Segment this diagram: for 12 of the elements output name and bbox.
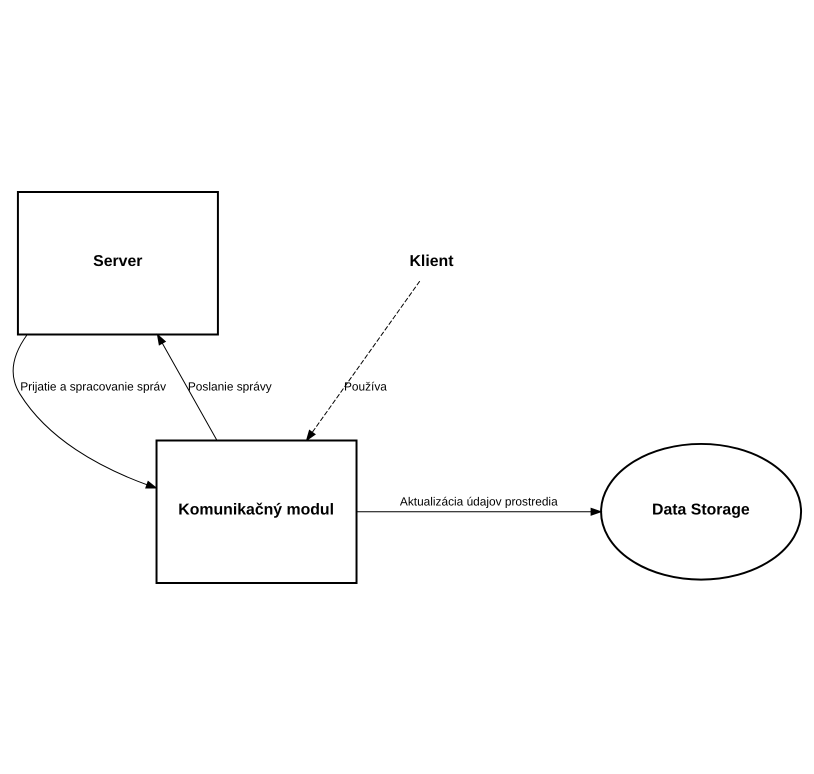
node-box: Komunikačný modul	[156, 438, 358, 584]
edge-label: Aktualizácia údajov prostredia	[400, 494, 558, 508]
node-text: Klient	[409, 252, 454, 270]
edge-label: Používa	[344, 379, 387, 394]
edge-label: Poslanie správy	[188, 379, 272, 394]
arrow	[156, 332, 218, 440]
arrow	[12, 334, 158, 488]
arrow	[356, 507, 602, 516]
node-box: Server	[16, 190, 219, 336]
arrow	[306, 280, 420, 442]
node-ellipse: Data Storage	[600, 442, 802, 580]
edge-label: Prijatie a spracovanie správ	[20, 379, 166, 394]
